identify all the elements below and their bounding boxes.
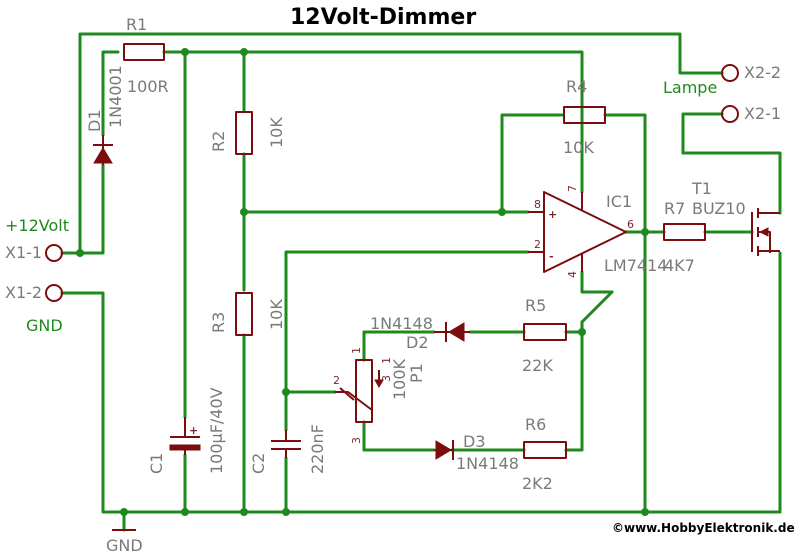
ic1-pin6: 6 (627, 218, 634, 231)
c2-value: 220nF (308, 424, 327, 474)
ic1-name: IC1 (606, 192, 632, 211)
ic1-minus: - (549, 250, 554, 263)
diode-d1 (93, 135, 113, 165)
label-ground-symbol: GND (106, 536, 143, 555)
junctions (76, 48, 649, 516)
r4-value: 10K (563, 138, 594, 157)
resistor-r1 (123, 43, 165, 61)
p1-pin1: 1 (350, 347, 363, 354)
connector-x1-2 (45, 284, 63, 302)
label-x1-2: X1-2 (5, 283, 42, 302)
opamp-ic1 (528, 191, 627, 273)
r3-value: 10K (267, 299, 286, 330)
mosfet-t1 (751, 208, 780, 256)
r5-value: 22K (522, 356, 553, 375)
diode-d2 (434, 322, 470, 342)
label-lamp: Lampe (663, 78, 717, 97)
p1-inner3: 3 (380, 375, 393, 382)
c2-name: C2 (249, 453, 268, 474)
label-x1-1: X1-1 (5, 243, 42, 262)
connector-x2-2 (721, 64, 739, 82)
r6-value: 2K2 (522, 474, 553, 493)
c1-name: C1 (147, 453, 166, 474)
p1-inner1: 1 (380, 357, 393, 364)
p1-pin3: 3 (350, 437, 363, 444)
r6-name: R6 (525, 415, 546, 434)
resistor-r3 (235, 292, 253, 336)
ic1-pin8: 8 (534, 198, 541, 211)
r2-value: 10K (267, 117, 286, 148)
wires (60, 32, 782, 532)
r4-name: R4 (566, 77, 587, 96)
r2-name: R2 (209, 131, 228, 152)
r1-value: 100R (127, 77, 169, 96)
resistor-r7 (663, 223, 706, 241)
diode-d3 (434, 440, 454, 460)
potentiometer-p1 (335, 359, 384, 423)
capacitor-c1 (169, 417, 201, 455)
ic1-pin2: 2 (534, 238, 541, 251)
r3-name: R3 (209, 312, 228, 333)
p1-pin2: 2 (333, 374, 340, 387)
d3-name: D3 (463, 432, 486, 451)
connector-x2-1 (721, 105, 739, 123)
d1-value: 1N4001 (106, 65, 125, 128)
capacitor-c2 (271, 430, 301, 458)
label-plus12: +12Volt (5, 216, 69, 235)
d3-value: 1N4148 (456, 454, 519, 473)
t1-name: T1 (691, 179, 712, 198)
copyright: ©www.HobbyElektronik.de (612, 521, 795, 535)
ic1-value: LM7414 (604, 256, 667, 275)
p1-name: P1 (407, 363, 426, 383)
r1-name: R1 (126, 15, 147, 34)
connector-x1-1 (45, 244, 63, 262)
t1-value: BUZ10 (692, 199, 746, 218)
resistor-r6 (523, 441, 567, 459)
ic1-plus: + (548, 208, 557, 221)
r7-name: R7 (664, 199, 685, 218)
d2-name: D2 (406, 333, 429, 352)
resistor-r2 (235, 111, 253, 155)
label-gnd: GND (26, 316, 63, 335)
d2-value: 1N4148 (370, 314, 433, 333)
label-x2-2: X2-2 (744, 63, 781, 82)
r7-value: 4K7 (664, 256, 695, 275)
d1-name: D1 (85, 110, 104, 133)
p1-value: 100K (390, 358, 409, 400)
resistor-r5 (523, 323, 567, 341)
c1-value: 100µF/40V (207, 387, 226, 474)
ic1-pin7: 7 (566, 185, 579, 192)
c1-plus: + (189, 424, 198, 437)
label-x2-1: X2-1 (744, 104, 781, 123)
ic1-pin4: 4 (566, 271, 579, 278)
resistor-r4 (563, 106, 606, 124)
r5-name: R5 (525, 296, 546, 315)
page-title: 12Volt-Dimmer (290, 5, 476, 30)
